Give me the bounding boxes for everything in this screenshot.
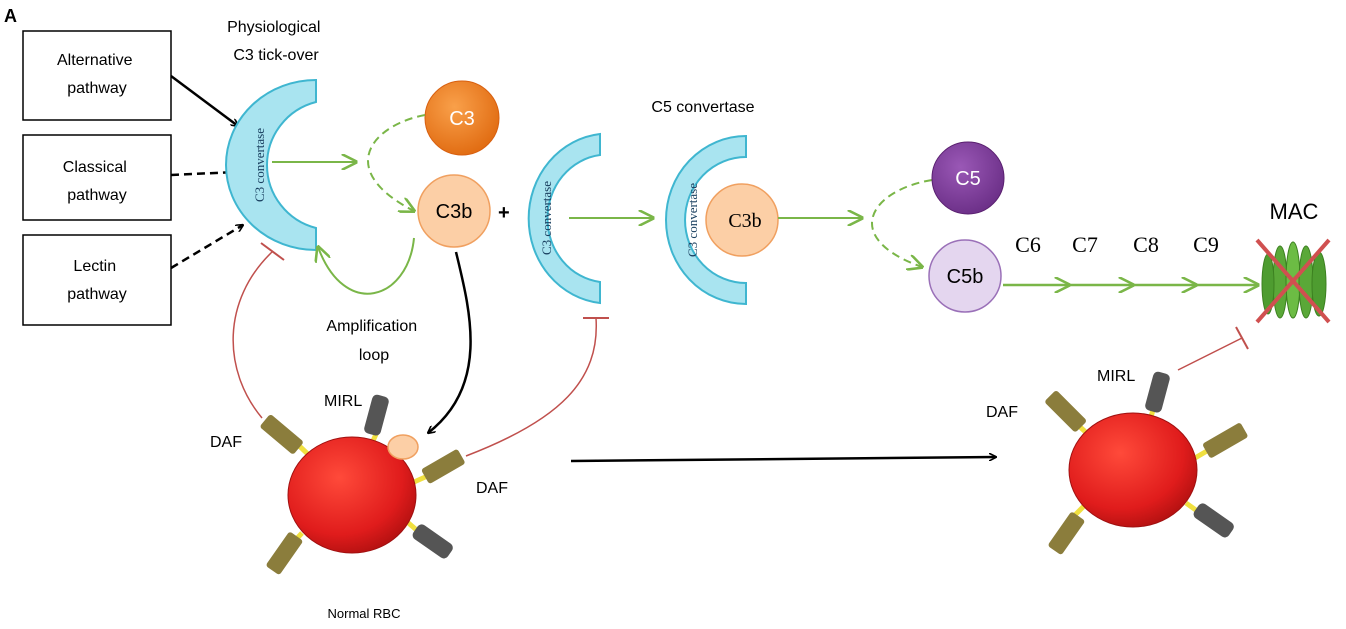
tickover-line-1: Physiological [227,19,320,36]
daf-inhibits-c3-convertase-2 [465,317,609,457]
mirl-protein-lower-right [403,518,453,559]
mirl-label-deficient-rbc: MIRL [1097,368,1135,385]
c3-convertase-1-label: C3 convertase [252,128,267,202]
c5-molecule: C5 [931,141,1005,215]
amplification-line-2: loop [359,347,389,364]
svg-text:Alternative pathway: Alternative pathway [57,52,137,97]
daf-protein-right [412,449,465,485]
daf-label-left: DAF [210,434,242,451]
pathway-label-classical-2: pathway [67,187,127,204]
pathway-label-alternative-1: Alternative [57,52,133,69]
arrow-c3b-to-rbc [428,251,472,433]
pathway-box-classical: Classical pathway [22,134,172,221]
pathway-label-alternative-2: pathway [67,80,127,97]
daf-protein-2-lower-left [1048,503,1087,555]
c3b-molecule: C3b [417,174,491,248]
c5-convertase-c3b-label: C3b [728,210,761,232]
normal-rbc [260,394,465,575]
mirl-inhibits-mac [1177,326,1249,371]
arrow-amplification-loop [318,237,415,295]
svg-text:Classical pathway: Classical pathway [63,159,131,204]
c3-convertase-1: C3 convertase [225,78,317,252]
daf-protein-2-upper-left [1045,391,1094,440]
svg-text:Lectin pathway: Lectin pathway [67,258,127,303]
c7-label: C7 [1072,232,1098,257]
mac-blocked-cross-icon [1255,238,1331,324]
arrow-c5-cleavage-dashed [871,179,933,267]
pathway-label-lectin-2: pathway [67,286,127,303]
c5-convertase: C3 convertase C3b [665,134,779,306]
tickover-line-2: C3 tick-over [233,47,319,64]
daf-label-deficient-rbc: DAF [986,404,1018,421]
daf-protein-lower-left [266,531,304,575]
amplification-loop-label: Amplification loop [326,318,421,364]
pathway-label-classical-1: Classical [63,159,127,176]
amplification-line-1: Amplification [326,318,417,335]
c5-label: C5 [955,168,981,190]
c3b-bound-to-rbc [387,434,419,460]
c9-label: C9 [1193,232,1219,257]
c3b-label: C3b [436,201,473,223]
c5b-label: C5b [947,266,984,288]
mirl-label-normal-rbc: MIRL [324,393,362,410]
normal-rbc-label: Normal RBC [328,606,401,621]
pathway-label-lectin-1: Lectin [73,258,116,275]
arrow-alternative-to-c3-convertase [170,74,238,126]
daf-protein-upper-left [260,414,314,460]
c5-convertase-label: C3 convertase [685,183,700,257]
c8-label: C8 [1133,232,1159,257]
daf-protein-2-right [1193,423,1248,461]
arrow-to-deficient-rbc [570,457,996,463]
mirl-protein-2-lower-right [1184,500,1234,538]
c3-convertase-2: C3 convertase [527,132,601,305]
c5b-molecule: C5b [928,239,1002,313]
c6-label: C6 [1015,232,1041,257]
c5-convertase-title: C5 convertase [651,99,754,116]
panel-label: A [4,6,17,26]
c3-convertase-2-label: C3 convertase [539,181,554,255]
daf-label-right: DAF [476,480,508,497]
arrow-classical-to-c3-convertase [170,172,236,175]
deficient-rbc [1045,371,1248,555]
plus-sign: + [498,202,510,224]
arrow-c3-cleavage-dashed [367,114,426,211]
c3-molecule: C3 [424,80,500,156]
pathway-box-lectin: Lectin pathway [22,234,172,326]
c3-label: C3 [449,108,475,130]
arrow-lectin-to-c3-convertase [170,225,243,270]
daf-inhibits-c3-convertase [232,242,285,419]
mac-label: MAC [1270,199,1319,224]
pathway-box-alternative: Alternative pathway [22,30,172,121]
tickover-label: Physiological C3 tick-over [227,19,325,64]
